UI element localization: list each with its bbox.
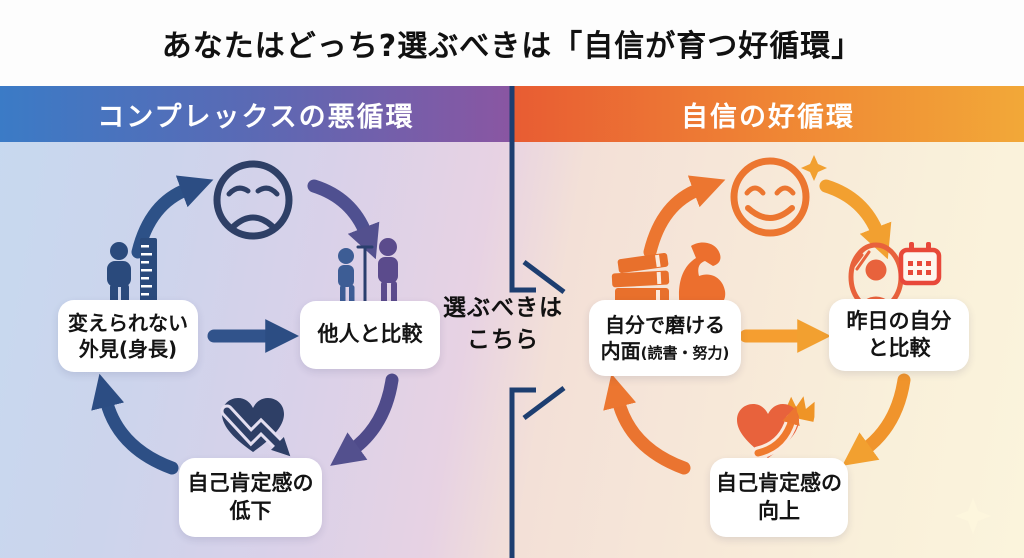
divider-chevron-top [509, 268, 536, 293]
left-arrow-face-to-compare [307, 179, 380, 260]
title-bar: あなたはどっち?選ぶべきは「自信が育つ好循環」 [0, 0, 1024, 86]
right-box-self-esteem-up-line1: 自己肯定感の [716, 471, 842, 496]
right-arrow-face-to-compare [819, 179, 892, 260]
right-box-inner-self-line2-main: 内面 [600, 339, 641, 363]
right-cycle-header-label: 自信の好循環 [681, 101, 855, 133]
right-box-inner-self: 自分で磨ける 内面(読書・努力) [589, 300, 741, 376]
right-arrow-up-to-inner [603, 373, 691, 475]
right-box-compare-yesterday: 昨日の自分 と比較 [829, 299, 969, 371]
right-box-self-esteem-up: 自己肯定感の 向上 [710, 458, 848, 537]
right-box-inner-self-line1: 自分で磨ける [605, 313, 725, 337]
left-box-self-esteem-down-line1: 自己肯定感の [187, 471, 314, 496]
person-height-ruler-icon [107, 238, 157, 310]
sparkle-icon [801, 155, 835, 193]
divider-chevron-bottom [509, 387, 536, 412]
left-arrow-low-to-appearance [91, 373, 179, 475]
right-arrow-up-to-face [643, 175, 726, 259]
choose-this-line1: 選ぶべきは [443, 295, 563, 321]
corner-sparkle-icon [955, 498, 991, 534]
choose-this-label: 選ぶべきは こちら [433, 292, 573, 356]
page-title: あなたはどっち?選ぶべきは「自信が育つ好循環」 [161, 29, 863, 64]
left-box-compare-others: 他人と比較 [300, 301, 440, 369]
left-arrow-compare-to-low [330, 373, 399, 466]
right-box-inner-self-line2: 内面(読書・努力) [601, 338, 730, 364]
books-icon [611, 252, 670, 303]
left-cycle-header: コンプレックスの悪循環 [0, 86, 512, 142]
happy-face-icon [730, 157, 810, 237]
bicep-icon [678, 242, 726, 310]
sad-face-icon [213, 160, 293, 240]
left-box-self-esteem-down-line2: 低下 [229, 498, 272, 523]
right-arrow-compare-to-up [842, 373, 911, 466]
right-box-inner-self-line2-sub: (読書・努力) [640, 344, 730, 362]
left-box-self-esteem-down: 自己肯定感の 低下 [179, 458, 322, 537]
left-cycle-header-label: コンプレックスの悪循環 [97, 101, 415, 133]
left-box-appearance: 変えられない 外見(身長) [58, 300, 198, 372]
left-box-appearance-line1: 変えられない [68, 311, 188, 335]
right-box-compare-yesterday-line2: と比較 [867, 336, 931, 360]
choose-this-line2: こちら [467, 327, 539, 354]
compare-people-icon [338, 238, 398, 306]
right-cycle-arrows [603, 175, 911, 475]
heart-crown-up-icon [737, 396, 815, 460]
right-box-compare-yesterday-line1: 昨日の自分 [846, 308, 952, 333]
right-box-self-esteem-up-line2: 向上 [758, 498, 800, 523]
right-cycle-header: 自信の好循環 [512, 86, 1024, 142]
left-box-compare-others-label: 他人と比較 [317, 322, 423, 347]
broken-heart-decline-icon [220, 398, 291, 457]
divider-line [509, 86, 566, 558]
divider-chevron-bottom-slash [522, 386, 566, 420]
divider-chevron-top-slash [522, 260, 566, 294]
left-box-appearance-line2: 外見(身長) [78, 337, 178, 361]
calendar-icon [898, 242, 942, 286]
